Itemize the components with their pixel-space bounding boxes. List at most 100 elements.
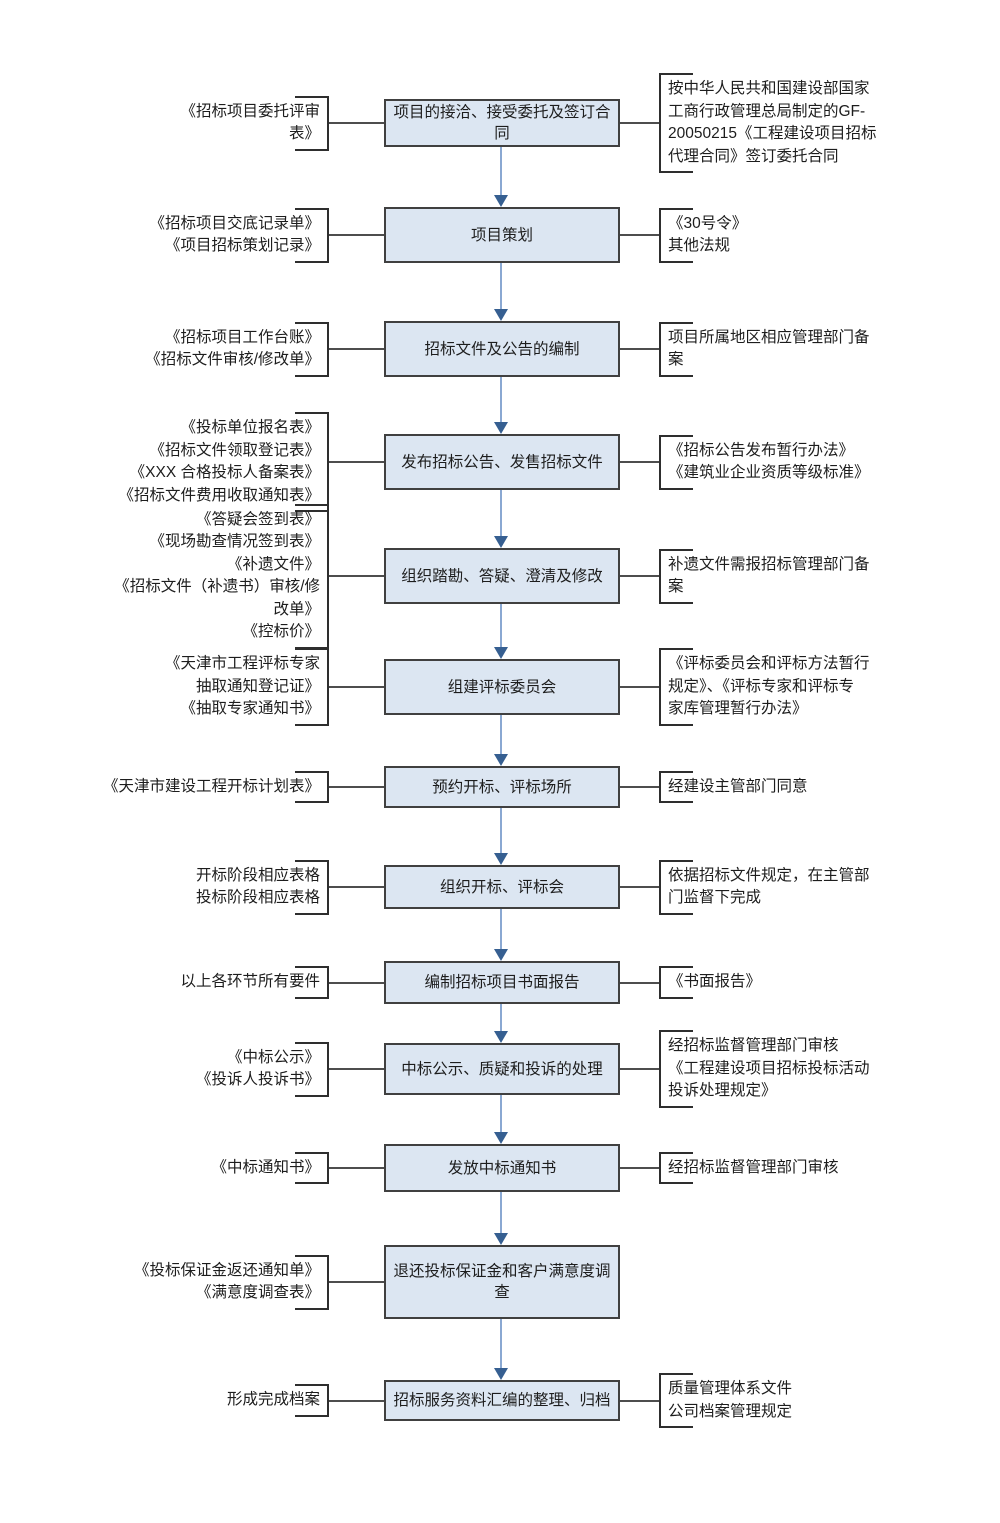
flow-step-box: 招标服务资料汇编的整理、归档 <box>384 1380 620 1421</box>
right-note-bracket <box>659 73 693 173</box>
right-note-bracket <box>659 1030 693 1108</box>
left-note-bracket <box>295 1254 329 1310</box>
left-note-bracket <box>295 207 329 263</box>
right-regulation-note: 按中华人民共和国建设部国家 工商行政管理总局制定的GF- 20050215《工程… <box>659 73 899 173</box>
flow-arrow-line <box>500 490 502 537</box>
left-document-note: 《招标项目委托评审 表》 <box>97 95 329 151</box>
left-note-bracket <box>295 321 329 377</box>
left-connector-line <box>329 981 384 984</box>
flow-step-box: 发放中标通知书 <box>384 1144 620 1192</box>
flow-arrow-head-icon <box>494 1233 508 1245</box>
flow-step-box: 组建评标委员会 <box>384 659 620 715</box>
right-connector-line <box>620 1068 659 1070</box>
left-document-note: 《答疑会签到表》 《现场勘查情况签到表》 《补遗文件》 《招标文件（补遗书）审核… <box>97 503 329 649</box>
left-note-bracket <box>295 412 329 512</box>
left-document-note: 《天津市工程评标专家 抽取通知登记证》 《抽取专家通知书》 <box>97 648 329 726</box>
right-note-bracket <box>659 321 693 377</box>
left-note-bracket <box>295 770 329 804</box>
right-connector-line <box>620 234 659 236</box>
left-connector-line <box>329 1068 384 1070</box>
left-note-bracket <box>295 1041 329 1097</box>
left-document-note: 形成完成档案 <box>97 1384 329 1417</box>
flow-arrow-line <box>500 263 502 310</box>
right-note-bracket <box>659 648 693 726</box>
right-regulation-note: 依据招标文件规定，在主管部 门监督下完成 <box>659 859 899 915</box>
right-connector-line <box>620 786 659 788</box>
right-connector-line <box>620 348 659 350</box>
flow-arrow-head-icon <box>494 309 508 321</box>
flow-arrow-line <box>500 909 502 950</box>
left-note-bracket <box>295 648 329 726</box>
flow-arrow-line <box>500 1004 502 1032</box>
flow-step-box: 编制招标项目书面报告 <box>384 961 620 1004</box>
right-regulation-note: 经招标监督管理部门审核 《工程建设项目招标投标活动 投诉处理规定》 <box>659 1030 899 1108</box>
left-connector-line <box>329 575 384 577</box>
right-note-bracket <box>659 966 693 999</box>
flow-arrow-head-icon <box>494 1132 508 1144</box>
left-document-note: 《投标单位报名表》 《招标文件领取登记表》 《XXX 合格投标人备案表》 《招标… <box>97 412 329 512</box>
flow-arrow-head-icon <box>494 536 508 548</box>
left-note-bracket <box>295 1384 329 1417</box>
left-connector-line <box>329 1399 384 1402</box>
left-document-note: 开标阶段相应表格 投标阶段相应表格 <box>97 859 329 915</box>
flow-step-box: 发布招标公告、发售招标文件 <box>384 434 620 490</box>
left-document-note: 《天津市建设工程开标计划表》 <box>97 770 329 804</box>
right-note-bracket <box>659 1151 693 1185</box>
right-connector-line <box>620 981 659 984</box>
right-connector-line <box>620 575 659 577</box>
flow-arrow-line <box>500 1192 502 1234</box>
right-connector-line <box>620 1399 659 1402</box>
right-note-bracket <box>659 1373 693 1428</box>
right-connector-line <box>620 122 659 124</box>
left-connector-line <box>329 234 384 236</box>
left-document-note: 以上各环节所有要件 <box>97 966 329 999</box>
left-note-bracket <box>295 503 329 649</box>
left-note-bracket <box>295 859 329 915</box>
flow-step-box: 项目的接洽、接受委托及签订合 同 <box>384 99 620 147</box>
right-regulation-note: 补遗文件需报招标管理部门备 案 <box>659 548 899 604</box>
left-document-note: 《招标项目交底记录单》 《项目招标策划记录》 <box>97 207 329 263</box>
left-connector-line <box>329 461 384 463</box>
flow-step-box: 退还投标保证金和客户满意度调 查 <box>384 1245 620 1319</box>
flow-arrow-line <box>500 377 502 423</box>
right-regulation-note: 经建设主管部门同意 <box>659 770 899 804</box>
flow-arrow-line <box>500 147 502 196</box>
flow-arrow-head-icon <box>494 1368 508 1380</box>
right-connector-line <box>620 886 659 888</box>
right-note-bracket <box>659 434 693 490</box>
right-regulation-note: 项目所属地区相应管理部门备 案 <box>659 321 899 377</box>
right-regulation-note: 《书面报告》 <box>659 966 899 999</box>
right-note-bracket <box>659 770 693 804</box>
left-connector-line <box>329 686 384 688</box>
left-document-note: 《中标通知书》 <box>97 1151 329 1185</box>
left-connector-line <box>329 122 384 124</box>
right-note-bracket <box>659 207 693 263</box>
left-connector-line <box>329 1167 384 1169</box>
left-document-note: 《中标公示》 《投诉人投诉书》 <box>97 1041 329 1097</box>
flow-step-box: 组织开标、评标会 <box>384 865 620 909</box>
flow-arrow-line <box>500 808 502 854</box>
left-connector-line <box>329 348 384 350</box>
right-regulation-note: 经招标监督管理部门审核 <box>659 1151 899 1185</box>
flow-arrow-head-icon <box>494 1031 508 1043</box>
left-note-bracket <box>295 966 329 999</box>
left-document-note: 《投标保证金返还通知单》 《满意度调查表》 <box>97 1254 329 1310</box>
left-connector-line <box>329 886 384 888</box>
left-connector-line <box>329 1281 384 1283</box>
left-note-bracket <box>295 1151 329 1185</box>
flow-arrow-head-icon <box>494 422 508 434</box>
left-connector-line <box>329 786 384 788</box>
flow-step-box: 中标公示、质疑和投诉的处理 <box>384 1043 620 1095</box>
flow-arrow-head-icon <box>494 949 508 961</box>
right-connector-line <box>620 461 659 463</box>
right-note-bracket <box>659 548 693 604</box>
flow-arrow-line <box>500 715 502 755</box>
flow-step-box: 组织踏勘、答疑、澄清及修改 <box>384 548 620 604</box>
flow-arrow-head-icon <box>494 754 508 766</box>
right-connector-line <box>620 686 659 688</box>
flow-step-box: 招标文件及公告的编制 <box>384 321 620 377</box>
flow-step-box: 项目策划 <box>384 207 620 263</box>
right-regulation-note: 《招标公告发布暂行办法》 《建筑业企业资质等级标准》 <box>659 434 899 490</box>
flow-arrow-line <box>500 1319 502 1369</box>
right-regulation-note: 《30号令》 其他法规 <box>659 207 899 263</box>
